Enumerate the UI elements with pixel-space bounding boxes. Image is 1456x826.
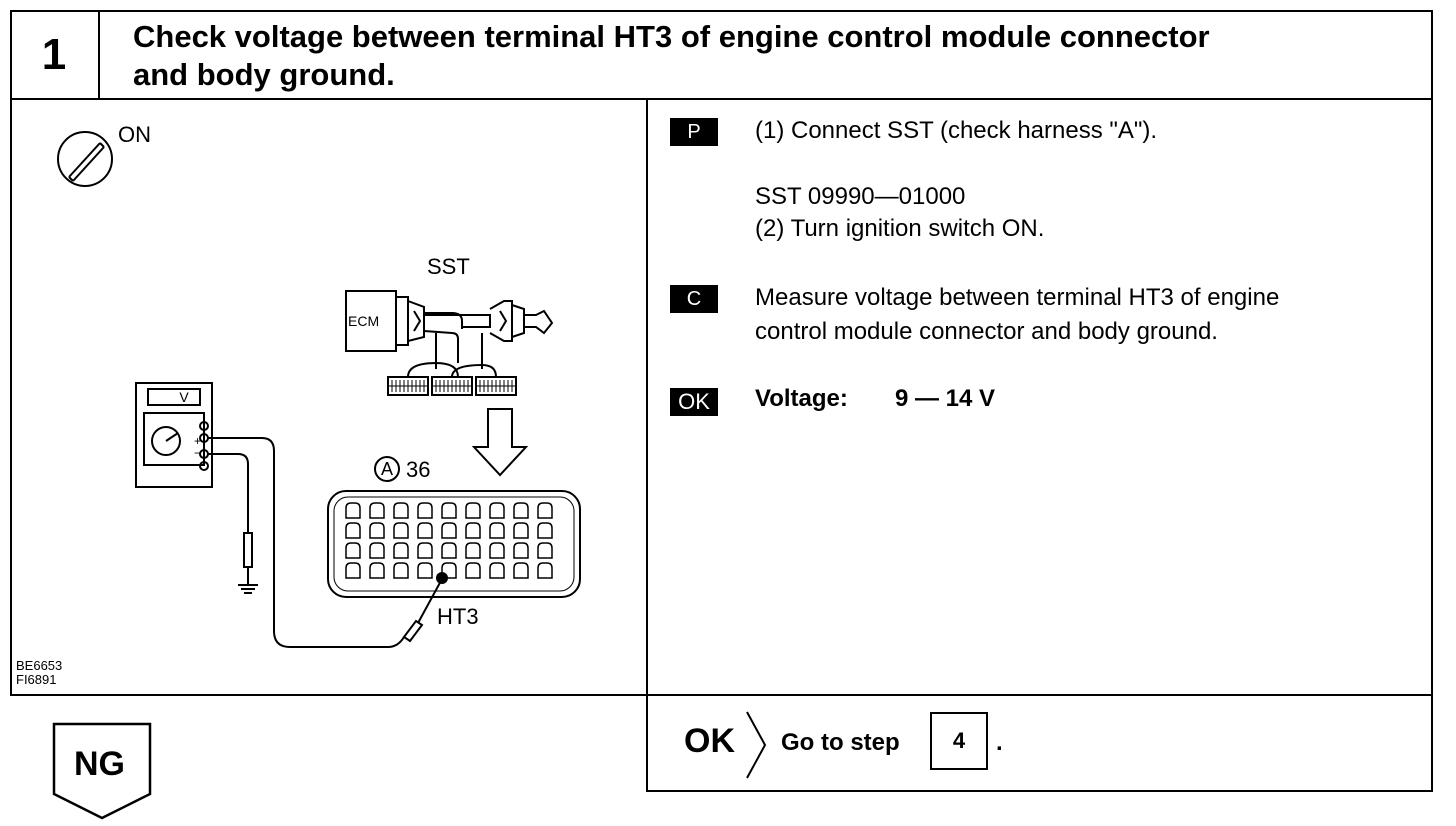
connector-pin [537, 502, 553, 519]
connector-pin [417, 562, 433, 579]
connector-pin [489, 522, 505, 539]
connector-pin [513, 562, 529, 579]
ng-label: NG [74, 745, 125, 783]
connector-pin [537, 542, 553, 559]
sst-label: SST [427, 254, 470, 279]
connector-pin [345, 502, 361, 519]
tag-p: P [670, 118, 718, 146]
connector-pin [465, 522, 481, 539]
go-to-step-text: Go to step [781, 729, 900, 756]
sst-number: SST 09990—01000 [755, 183, 966, 210]
connector-pin [465, 502, 481, 519]
plus-sign: + [194, 434, 201, 448]
connector-pin [489, 562, 505, 579]
ok-result-label: OK [684, 722, 735, 760]
figure-code-1: BE6653 [16, 658, 63, 673]
terminal-label: HT3 [437, 604, 479, 629]
connector-pin [537, 522, 553, 539]
ok-result-box [646, 694, 1433, 792]
step-title-line1: Check voltage between terminal HT3 of en… [133, 19, 1210, 54]
connector-pin [417, 502, 433, 519]
step-title-line2: and body ground. [133, 57, 395, 92]
connector-pin [417, 522, 433, 539]
connector-pin [513, 542, 529, 559]
connector-pin [369, 562, 385, 579]
ng-badge-shape [52, 722, 152, 820]
connector-pin [393, 542, 409, 559]
connector-pin [441, 562, 457, 579]
connector-pin-hatching [389, 380, 515, 392]
figure-codes: BE6653 FI6891 [16, 659, 62, 687]
connector-pin [417, 542, 433, 559]
step-title: Check voltage between terminal HT3 of en… [133, 18, 1413, 94]
connector-pin [489, 542, 505, 559]
connector-pin [513, 502, 529, 519]
ok-voltage-value: 9 — 14 V [895, 385, 996, 412]
connector-pin [345, 522, 361, 539]
connector-pin [441, 542, 457, 559]
connector-36pin-icon [327, 490, 581, 598]
minus-sign: − [194, 446, 201, 460]
wiring-diagram: V + − [57, 131, 581, 648]
connector-pin [537, 562, 553, 579]
ok-chevron-icon [746, 711, 767, 779]
connector-pin [465, 542, 481, 559]
ignition-on-label: ON [118, 122, 151, 147]
connector-pin [513, 522, 529, 539]
connector-pin [345, 562, 361, 579]
period: . [996, 729, 1003, 756]
instruction-c1: Measure voltage between terminal HT3 of … [755, 284, 1280, 311]
voltmeter-icon [135, 382, 405, 648]
ignition-key-icon [57, 131, 113, 187]
instruction-p1: (1) Connect SST (check harness "A"). [755, 117, 1158, 144]
ecm-label: ECM [348, 313, 380, 329]
connector-pin [465, 562, 481, 579]
instruction-c2: control module connector and body ground… [755, 318, 1218, 345]
sst-harness-icon [345, 290, 554, 396]
connector-letter-badge: A [374, 456, 400, 482]
step-header [10, 10, 1433, 100]
connector-pin [489, 502, 505, 519]
instruction-p2: (2) Turn ignition switch ON. [755, 215, 1045, 242]
connector-pin [369, 542, 385, 559]
connector-pin [393, 522, 409, 539]
connector-number: 36 [406, 457, 431, 482]
connector-pin [369, 522, 385, 539]
step-number: 1 [10, 10, 100, 100]
connector-pin [393, 502, 409, 519]
tag-ok: OK [670, 388, 718, 416]
connector-pin [441, 502, 457, 519]
figure-code-2: FI6891 [16, 672, 57, 687]
connector-pin [369, 502, 385, 519]
connector-pin [345, 542, 361, 559]
terminal-ht3-pin [436, 572, 448, 584]
meter-label: V [179, 389, 189, 405]
connector-pin [441, 522, 457, 539]
connector-pin [393, 562, 409, 579]
column-divider [646, 99, 648, 792]
step-reference-link[interactable]: 4 [930, 712, 988, 770]
test-probe-icon [402, 578, 443, 643]
tag-c: C [670, 285, 718, 313]
down-arrow-icon [471, 408, 529, 477]
ok-voltage-label: Voltage: [755, 385, 848, 412]
